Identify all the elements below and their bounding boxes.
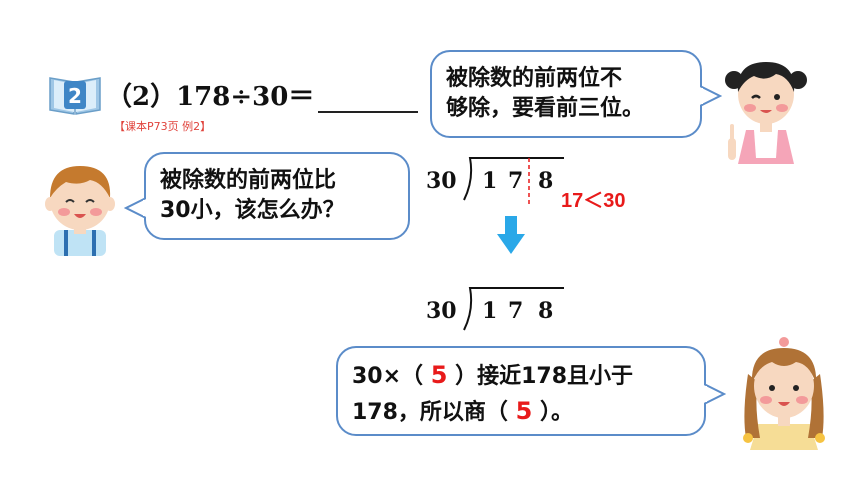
division-bracket [463, 157, 564, 201]
dividend-digit-1: 1 [482, 168, 498, 194]
bubble-tail-left [124, 197, 146, 219]
line1-suffix: ）接近178且小于 [455, 364, 634, 389]
line1-prefix: 30×（ [352, 364, 424, 389]
long-division-top: 30 1 7 8 [420, 154, 570, 204]
bubble-text-line2: 30小，该怎么办？ [160, 198, 345, 223]
problem-expression-line: （2）178÷30＝ [106, 76, 419, 113]
dividend-digit-2: 7 [508, 298, 524, 324]
bubble-text-line1: 30×（ 5 ）接近178且小于 [352, 358, 690, 394]
long-division-bottom: 30 1 7 8 [420, 284, 570, 334]
bubble-text-line2: 178，所以商（ 5 ）。 [352, 394, 690, 430]
problem-expression: （2）178÷30＝ [106, 82, 315, 112]
bubble-text-line2: 够除，要看前三位。 [446, 96, 645, 121]
line2-suffix: ）。 [539, 400, 573, 425]
separator-dashed-line [528, 158, 530, 204]
speech-bubble-left: 被除数的前两位比 30小，该怎么办？ [144, 152, 410, 240]
bubble-text-line1: 被除数的前两位不 [446, 66, 623, 91]
line2-prefix: 178，所以商（ [352, 400, 508, 425]
dividend-digit-3: 8 [538, 168, 554, 194]
dividend-digit-2: 7 [508, 168, 524, 194]
division-bracket [463, 287, 564, 331]
quotient-estimate: 5 [430, 361, 448, 389]
quotient-answer: 5 [515, 397, 533, 425]
speech-bubble-bottom-right: 30×（ 5 ）接近178且小于 178，所以商（ 5 ）。 [336, 346, 706, 436]
textbook-reference: 【课本P73页 例2】 [114, 120, 212, 133]
dividend-digit-3: 8 [538, 298, 554, 324]
bubble-tail-bottom-right [704, 383, 726, 405]
divisor: 30 [426, 298, 457, 324]
down-arrow-icon [497, 216, 525, 254]
bubble-tail-top-right [700, 85, 722, 107]
answer-blank [318, 85, 419, 113]
book-icon: 2 [49, 77, 101, 115]
bubble-text-line1: 被除数的前两位比 [160, 168, 337, 193]
comparison-label: 17＜30 [561, 190, 626, 212]
speech-bubble-top-right: 被除数的前两位不 够除，要看前三位。 [430, 50, 702, 138]
girl-character-illustration [743, 337, 825, 450]
dividend-digit-1: 1 [482, 298, 498, 324]
divisor: 30 [426, 168, 457, 194]
girl-character-winking-illustration [725, 62, 807, 164]
boy-character-illustration [45, 166, 115, 256]
problem-number: 2 [68, 84, 82, 108]
